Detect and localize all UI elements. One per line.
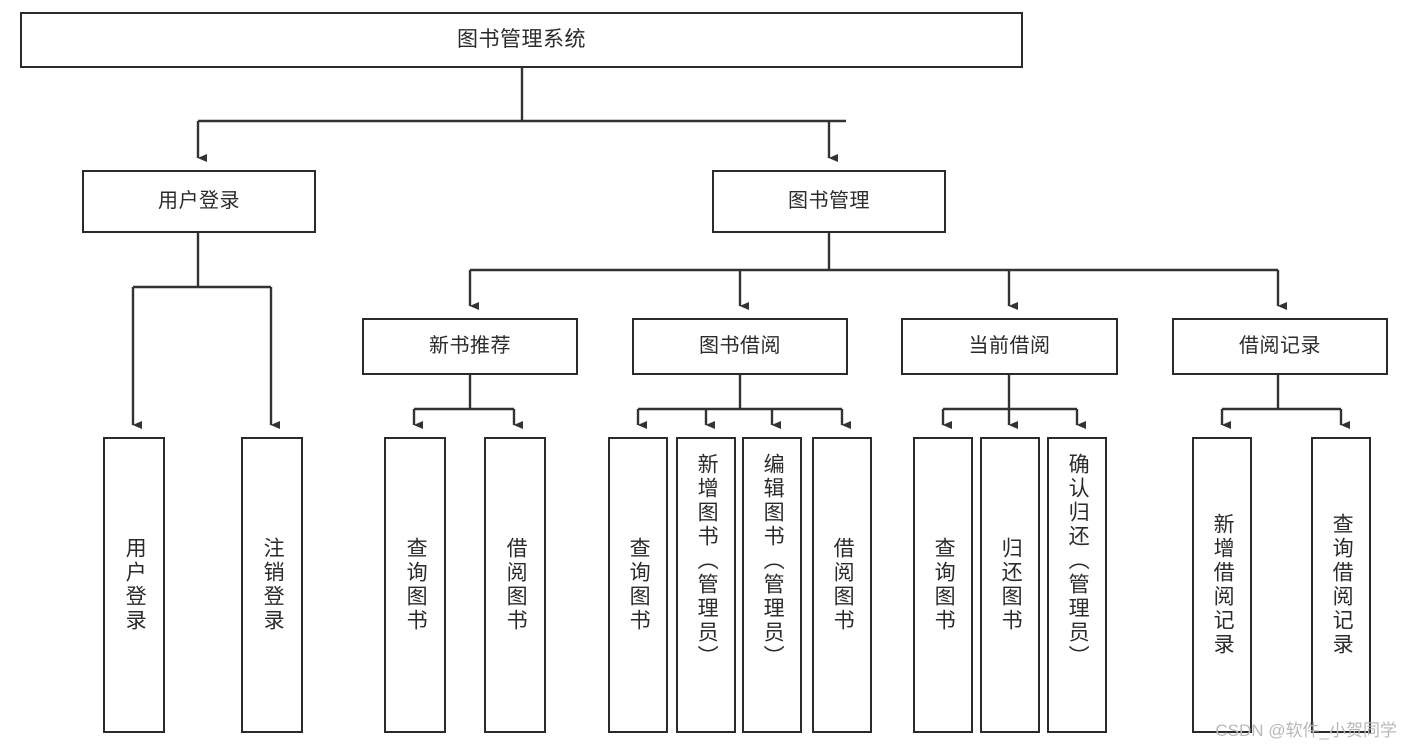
node-label: 借阅图书	[831, 537, 855, 633]
node-label: 借阅记录	[1239, 334, 1321, 357]
node-user-login[interactable]: 用户登录	[82, 170, 316, 233]
node-current-borrow[interactable]: 当前借阅	[901, 318, 1118, 375]
node-label: 用户登录	[158, 189, 240, 212]
node-label: 新增图书（管理员）	[695, 453, 719, 669]
node-label: 当前借阅	[968, 334, 1051, 357]
node-new-book-recommend[interactable]: 新书推荐	[362, 318, 578, 375]
leaf-user-login-login[interactable]: 用户登录	[103, 437, 165, 733]
node-book-management[interactable]: 图书管理	[712, 170, 946, 233]
node-label: 查询借阅记录	[1330, 513, 1354, 657]
leaf-new-book-borrow-book[interactable]: 借阅图书	[484, 437, 546, 733]
node-label: 确认归还（管理员）	[1066, 453, 1090, 669]
node-book-borrow[interactable]: 图书借阅	[632, 318, 848, 375]
leaf-book-borrow-add-book-admin[interactable]: 新增图书（管理员）	[676, 437, 736, 733]
node-label: 注销登录	[261, 537, 285, 633]
node-label: 归还图书	[999, 537, 1023, 633]
leaf-book-borrow-borrow-book[interactable]: 借阅图书	[812, 437, 872, 733]
node-label: 借阅图书	[504, 537, 528, 633]
leaf-book-borrow-edit-book-admin[interactable]: 编辑图书（管理员）	[742, 437, 802, 733]
leaf-current-borrow-return-book[interactable]: 归还图书	[980, 437, 1040, 733]
leaf-borrow-record-add-record[interactable]: 新增借阅记录	[1192, 437, 1252, 733]
node-label: 图书借阅	[699, 334, 781, 357]
leaf-borrow-record-query-record[interactable]: 查询借阅记录	[1311, 437, 1371, 733]
node-label: 图书管理系统	[457, 27, 586, 51]
node-label: 编辑图书（管理员）	[761, 453, 785, 669]
node-label: 查询图书	[932, 537, 956, 633]
node-label: 新增借阅记录	[1211, 513, 1235, 657]
leaf-current-borrow-confirm-return-admin[interactable]: 确认归还（管理员）	[1047, 437, 1107, 733]
node-label: 查询图书	[404, 537, 428, 633]
node-label: 图书管理	[788, 189, 870, 212]
leaf-current-borrow-query-book[interactable]: 查询图书	[913, 437, 973, 733]
node-root-book-management-system[interactable]: 图书管理系统	[20, 12, 1023, 68]
csdn-watermark: CSDN @软件_小贺同学	[1215, 721, 1397, 740]
node-label: 查询图书	[627, 537, 651, 633]
node-label: 新书推荐	[429, 334, 511, 357]
leaf-user-login-logout[interactable]: 注销登录	[241, 437, 303, 733]
node-label: 用户登录	[123, 537, 147, 633]
leaf-book-borrow-query-book[interactable]: 查询图书	[608, 437, 668, 733]
leaf-new-book-query-book[interactable]: 查询图书	[384, 437, 446, 733]
node-borrow-record[interactable]: 借阅记录	[1172, 318, 1388, 375]
